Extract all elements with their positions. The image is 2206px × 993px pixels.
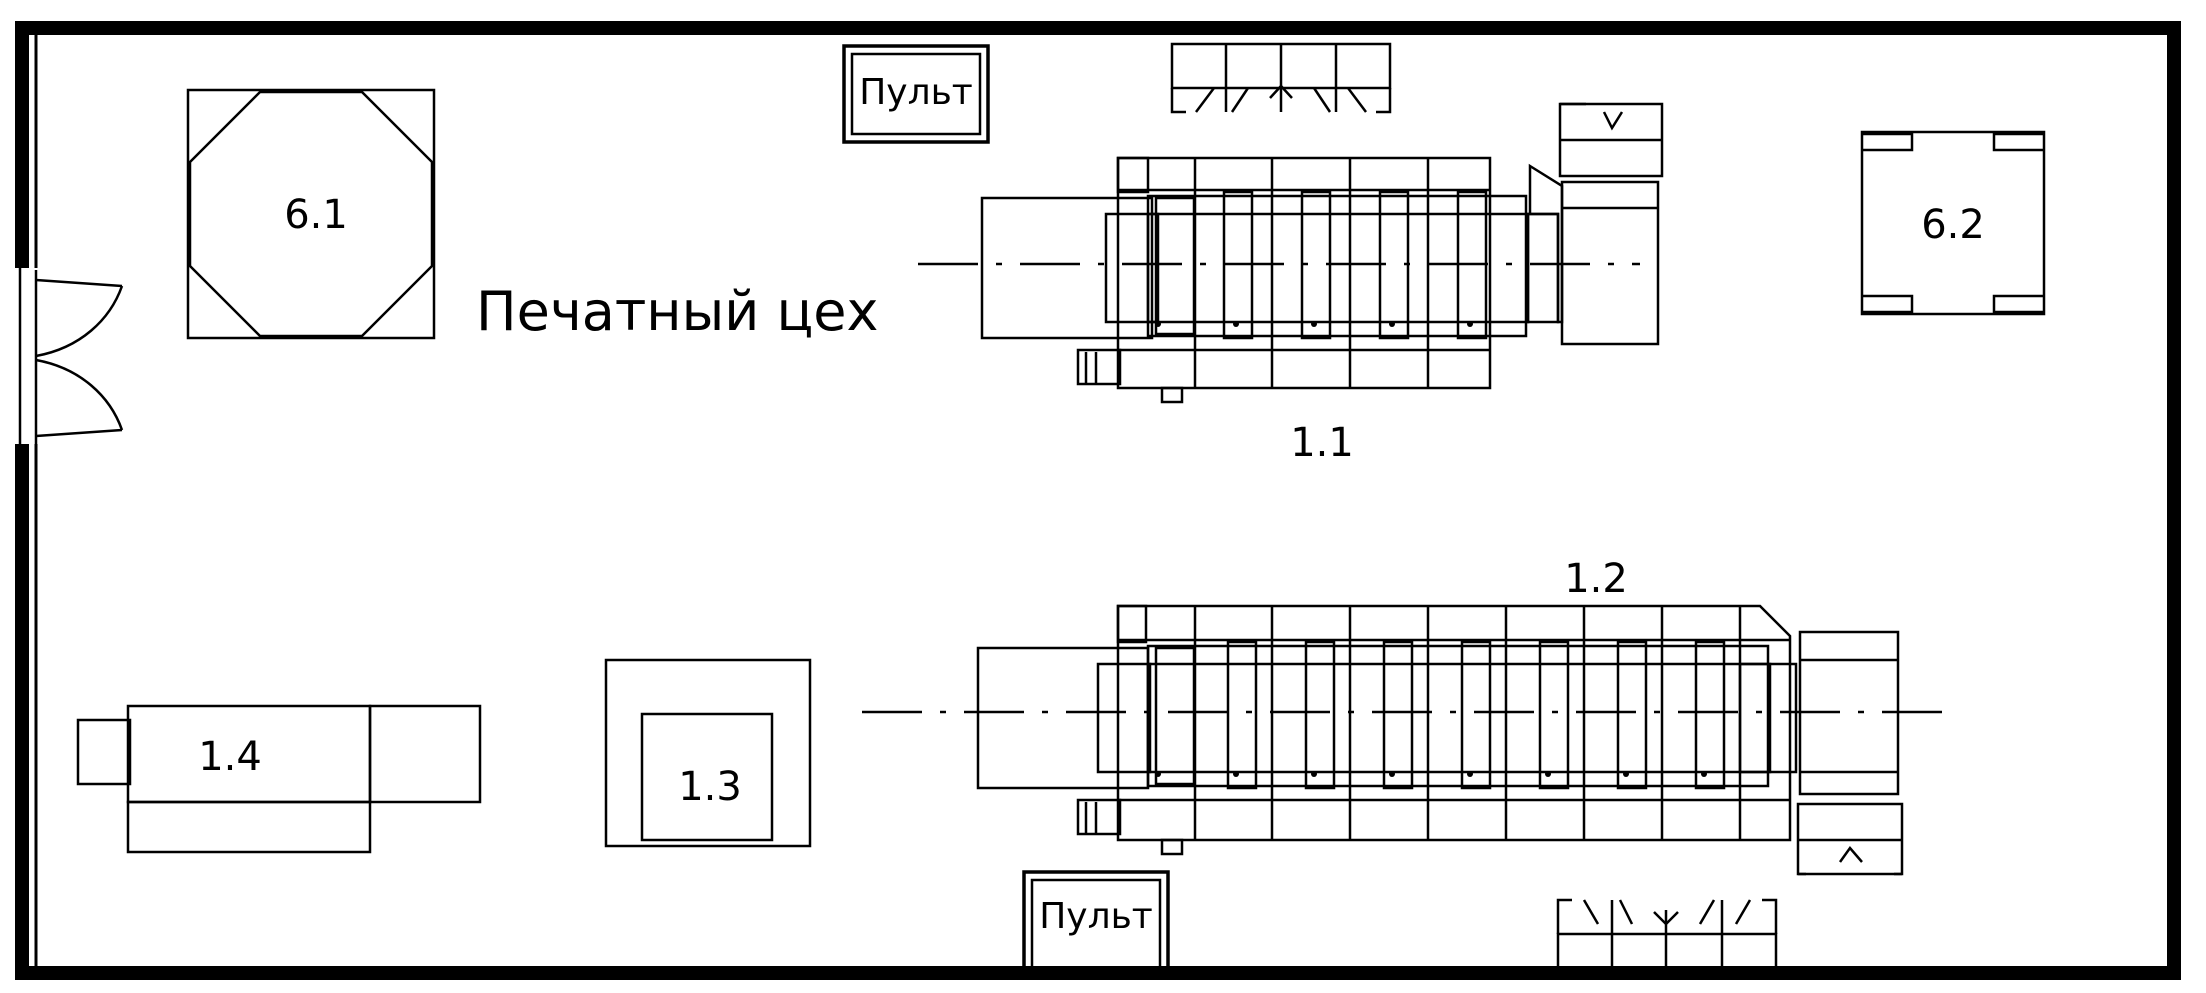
equipment-label-1-1: 1.1: [1290, 420, 1354, 466]
equipment-1-3: 1.3: [604, 658, 812, 848]
room-walls: [15, 21, 2181, 980]
equipment-label-1-3: 1.3: [678, 764, 742, 810]
console-bottom-label: Пульт: [1039, 896, 1153, 937]
equipment-label-6-2: 6.2: [1921, 202, 1985, 248]
equipment-1-4: 1.4: [76, 704, 482, 854]
equipment-label-1-2: 1.2: [1564, 556, 1628, 602]
room-label: Печатный цех: [476, 280, 878, 343]
console-top: Пульт: [842, 44, 990, 144]
press-1-1: [918, 102, 1664, 404]
equipment-6-1: 6.1: [186, 88, 436, 340]
equipment-label-6-1: 6.1: [284, 192, 348, 238]
equipment-6-2: 6.2: [1860, 130, 2046, 316]
door: [14, 268, 124, 444]
rack-top: [1170, 42, 1392, 114]
console-bottom: Пульт: [1022, 870, 1170, 972]
press-1-2: [862, 604, 1950, 876]
console-top-label: Пульт: [859, 72, 973, 113]
rack-bottom: [1556, 898, 1778, 970]
equipment-label-1-4: 1.4: [198, 734, 262, 780]
